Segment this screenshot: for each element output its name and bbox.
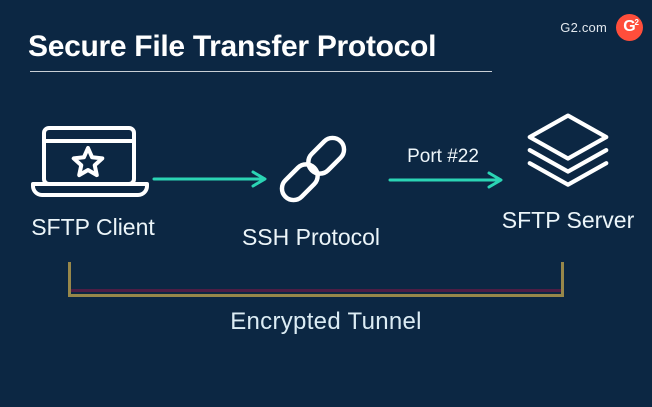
g2-logo-superscript: 2 (634, 17, 639, 27)
encrypted-tunnel-label: Encrypted Tunnel (230, 308, 422, 335)
arrow-right-icon (152, 170, 267, 188)
g2-logo-letter: G (623, 18, 636, 35)
encrypted-tunnel-bracket (68, 262, 564, 297)
laptop-star-icon (31, 126, 149, 197)
node-label-ssh-protocol: SSH Protocol (241, 224, 381, 250)
node-label-sftp-client: SFTP Client (31, 214, 155, 240)
chain-link-icon (279, 135, 347, 203)
layers-icon (527, 113, 609, 187)
page-title: Secure File Transfer Protocol (28, 30, 437, 63)
title-underline (30, 71, 492, 72)
node-label-sftp-server: SFTP Server (501, 207, 635, 233)
arrow-right-icon (388, 171, 503, 189)
port-label: Port #22 (407, 146, 479, 167)
encrypted-tunnel-inner-line (71, 289, 561, 292)
brand-domain-text: G2.com (560, 19, 607, 35)
